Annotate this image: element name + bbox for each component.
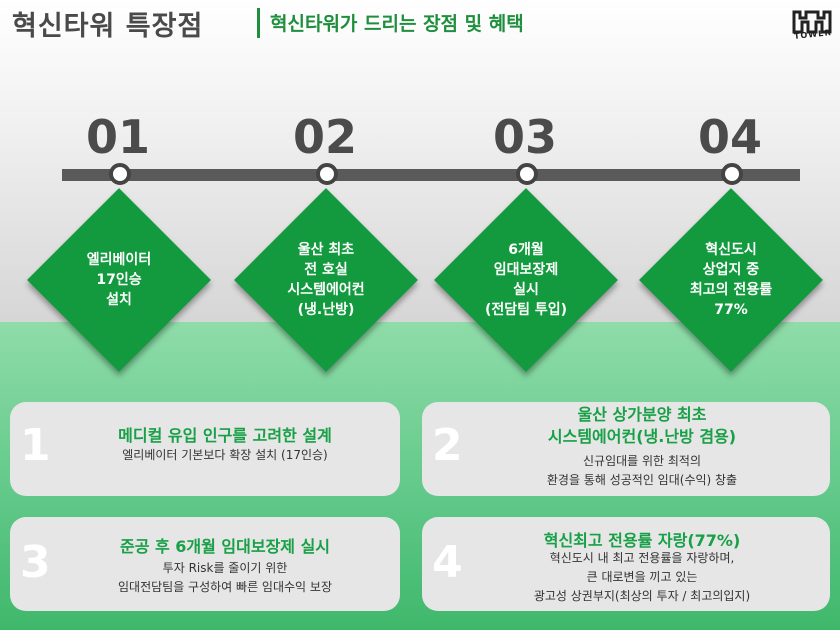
feature-card-2: 2 울산 상가분양 최초 시스템에어컨(냉.난방 겸용) 신규임대를 위한 최적… xyxy=(422,402,830,496)
card-desc-line: 임대전담팀을 구성하여 빠른 임대수익 보장 xyxy=(118,580,332,594)
card-number: 1 xyxy=(20,420,51,471)
timeline-pin-02 xyxy=(316,163,338,185)
step-line: 시스템에어컨 xyxy=(287,282,365,298)
step-line: 전 호실 xyxy=(304,262,348,278)
step-line: 임대보장제 xyxy=(493,262,559,278)
step-line: 설치 xyxy=(106,292,132,308)
step-number-03: 03 xyxy=(492,110,557,164)
step-line: 엘리베이터 xyxy=(86,252,152,268)
step-line: 혁신도시 xyxy=(705,242,757,258)
card-desc-line: 신규임대를 위한 최적의 xyxy=(582,454,702,468)
card-title: 울산 상가분양 최초 시스템에어컨(냉.난방 겸용) xyxy=(472,404,812,448)
page-title: 혁신타워 특장점 xyxy=(12,11,204,42)
step-line: 최고의 전용률 xyxy=(689,282,773,298)
card-title-line: 울산 상가분양 최초 xyxy=(577,405,707,424)
step-text-02: 울산 최초 전 호실 시스템에어컨 (냉.난방) xyxy=(251,240,401,320)
card-desc-line: 환경을 통해 성공적인 임대(수익) 창출 xyxy=(546,473,738,487)
title-divider xyxy=(257,8,260,38)
card-title: 혁신최고 전용률 자랑(77%) xyxy=(543,531,741,550)
timeline-pin-03 xyxy=(516,163,538,185)
tower-logo-icon xyxy=(792,10,832,34)
feature-card-1: 1 메디컬 유입 인구를 고려한 설계 엘리베이터 기본보다 확장 설치 (17… xyxy=(10,402,400,496)
card-title: 메디컬 유입 인구를 고려한 설계 xyxy=(118,426,332,445)
card-desc-line: 혁신도시 내 최고 전용률을 자랑하며, xyxy=(549,551,735,565)
step-number-01: 01 xyxy=(85,110,150,164)
timeline-bar xyxy=(62,169,800,181)
feature-card-4: 4 혁신최고 전용률 자랑(77%) 혁신도시 내 최고 전용률을 자랑하며, … xyxy=(422,517,830,611)
card-title: 준공 후 6개월 임대보장제 실시 xyxy=(119,537,331,556)
step-line: (냉.난방) xyxy=(297,302,355,318)
card-desc: 신규임대를 위한 최적의 환경을 통해 성공적인 임대(수익) 창출 xyxy=(472,452,812,490)
card-desc-line: 투자 Risk를 줄이기 위한 xyxy=(162,561,288,575)
card-number: 4 xyxy=(432,537,463,588)
step-number-02: 02 xyxy=(292,110,357,164)
step-text-01: 엘리베이터 17인승 설치 xyxy=(44,250,194,310)
step-line: (전담팀 투입) xyxy=(484,302,568,318)
step-line: 17인승 xyxy=(96,272,142,288)
card-title-line: 시스템에어컨(냉.난방 겸용) xyxy=(547,427,737,446)
step-text-03: 6개월 임대보장제 실시 (전담팀 투입) xyxy=(451,240,601,320)
step-text-04: 혁신도시 상업지 중 최고의 전용률 77% xyxy=(656,240,806,320)
step-line: 6개월 xyxy=(508,242,544,258)
card-desc-line: 광고성 상권부지(최상의 투자 / 최고의입지) xyxy=(533,589,751,603)
step-number-04: 04 xyxy=(697,110,762,164)
timeline-pin-01 xyxy=(109,163,131,185)
step-line: 실시 xyxy=(513,282,539,298)
step-line: 울산 최초 xyxy=(297,242,355,258)
card-desc: 엘리베이터 기본보다 확장 설치 (17인승) xyxy=(60,446,390,465)
card-number: 2 xyxy=(432,420,463,471)
step-line: 상업지 중 xyxy=(702,262,760,278)
card-desc-line: 큰 대로변을 끼고 있는 xyxy=(586,570,698,584)
card-desc-line: 엘리베이터 기본보다 확장 설치 (17인승) xyxy=(122,448,328,462)
card-desc: 투자 Risk를 줄이기 위한 임대전담팀을 구성하여 빠른 임대수익 보장 xyxy=(60,559,390,597)
feature-card-3: 3 준공 후 6개월 임대보장제 실시 투자 Risk를 줄이기 위한 임대전담… xyxy=(10,517,400,611)
card-number: 3 xyxy=(20,537,51,588)
step-line: 77% xyxy=(714,302,748,318)
timeline-pin-04 xyxy=(721,163,743,185)
page-subtitle: 혁신타워가 드리는 장점 및 혜택 xyxy=(270,13,524,35)
card-desc: 혁신도시 내 최고 전용률을 자랑하며, 큰 대로변을 끼고 있는 광고성 상권… xyxy=(472,549,812,606)
